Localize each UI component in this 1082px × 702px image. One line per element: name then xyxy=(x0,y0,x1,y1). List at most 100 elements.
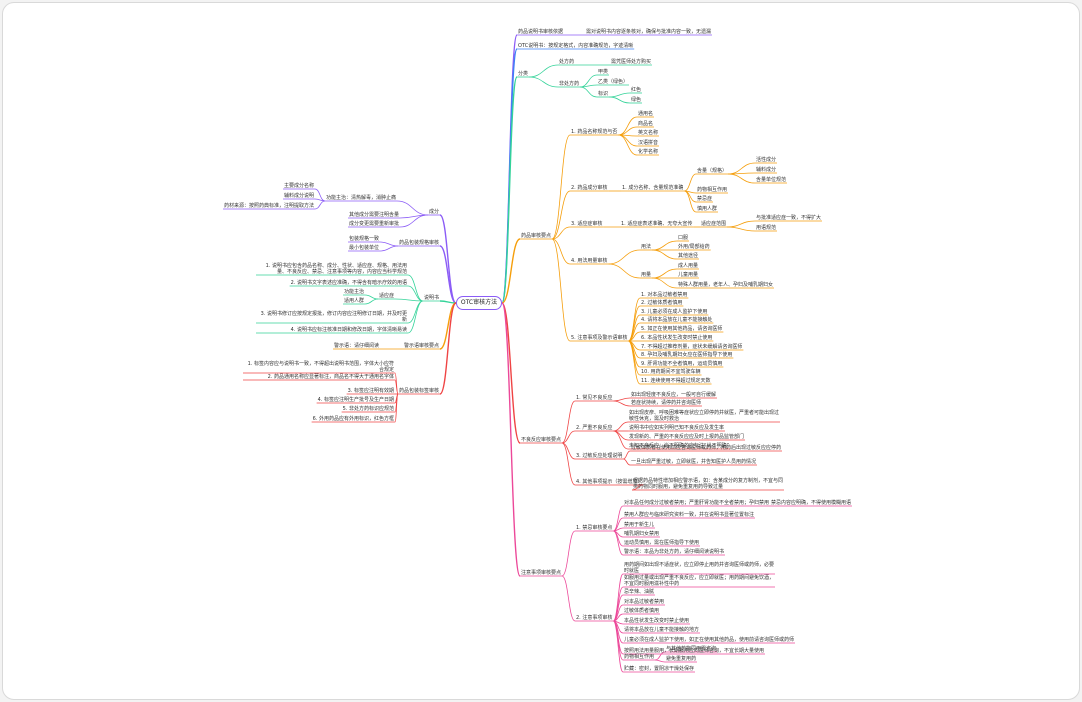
mindmap-node[interactable]: 其他途径 xyxy=(678,253,699,259)
mindmap-node[interactable]: 1. 禁忌审核要点 xyxy=(576,525,613,531)
mindmap-node[interactable]: 发现新的、严重的不良反应应及时上报药品监管部门 xyxy=(629,434,745,440)
mindmap-branch[interactable]: 药品包装标签审核 xyxy=(398,388,439,394)
mindmap-node[interactable]: 化学名称 xyxy=(638,149,659,155)
mindmap-node[interactable]: 标识 xyxy=(598,91,609,97)
mindmap-node[interactable]: 用语规范 xyxy=(756,225,777,231)
mindmap-node[interactable]: 与其他药物同用需咨询 xyxy=(666,646,717,652)
mindmap-node[interactable]: 其他成分需要注明含量 xyxy=(348,212,399,218)
mindmap-node[interactable]: 用量 xyxy=(641,272,652,278)
mindmap-branch[interactable]: 注意事项审核要点 xyxy=(521,570,562,576)
mindmap-node[interactable]: 如出现轻度不良反应，一般可自行缓解 xyxy=(631,392,717,398)
mindmap-node[interactable]: 3. 儿童必须在成人监护下使用 xyxy=(641,309,708,315)
mindmap-node[interactable]: 4. 标签应注明生产批号及生产日期 xyxy=(317,397,394,403)
mindmap-node[interactable]: 6. 本品性状发生改变时禁止使用 xyxy=(641,335,713,341)
mindmap-node[interactable]: 2. 药品通用名称应显著标注，商品名不得大于通用名字体 xyxy=(267,374,394,380)
mindmap-node[interactable]: 包装规格一致 xyxy=(348,236,379,242)
mindmap-node[interactable]: 如服用过量或出现严重不良反应，应立即就医；用药期间避免饮酒，不宜同时服用滋补性中… xyxy=(624,575,775,587)
mindmap-node[interactable]: 一旦出现严重过敏，立即就医，并告知医护人员用药情况 xyxy=(631,459,757,465)
mindmap-node[interactable]: 4. 用法用量审核 xyxy=(571,258,608,264)
mindmap-node[interactable]: 通用名 xyxy=(638,111,654,117)
mindmap-node[interactable]: 辅料成分 xyxy=(756,167,777,173)
mindmap-node[interactable]: 药物相互作用 xyxy=(697,187,728,193)
mindmap-node[interactable]: 需凭医师处方购买 xyxy=(611,59,652,65)
mindmap-node[interactable]: 外用/局部给药 xyxy=(678,244,710,250)
mindmap-node[interactable]: 2. 说明书文字表述应准确，不得含有暗示疗效的用语 xyxy=(290,280,407,286)
mindmap-node[interactable]: 根据药品特性增加相应警示语，如：含某成分的复方制剂，不宜与同类药物同时服用，避免… xyxy=(633,478,784,490)
mindmap-node[interactable]: 9. 肝肾功能不全者慎用，运动员慎用 xyxy=(641,361,723,367)
mindmap-node[interactable]: 6. 外用药品应有外用标识，红色方框 xyxy=(312,416,394,422)
mindmap-node[interactable]: 非处方药 xyxy=(559,81,580,87)
mindmap-node[interactable]: 8. 孕妇及哺乳期妇女应在医师指导下使用 xyxy=(641,352,733,358)
mindmap-branch[interactable]: 成分 xyxy=(428,209,439,215)
mindmap-node[interactable]: 1. 对本品过敏者禁用 xyxy=(641,292,688,298)
mindmap-node[interactable]: 儿童用量 xyxy=(678,272,699,278)
mindmap-branch[interactable]: 说明书 xyxy=(423,295,439,301)
mindmap-node[interactable]: 10. 用药期间不宜驾驶车辆 xyxy=(641,369,701,375)
mindmap-branch[interactable]: 药品审核要点 xyxy=(521,233,552,239)
mindmap-node[interactable]: 对本品任何成分过敏者禁用；严重肝肾功能不全者禁用；孕妇禁用 xyxy=(624,500,770,506)
mindmap-node[interactable]: 功能主治 xyxy=(343,289,364,295)
mindmap-node[interactable]: 甲类 xyxy=(598,69,609,75)
mindmap-node[interactable]: 特殊人群用量，老年人、孕妇及哺乳期妇女 xyxy=(678,282,774,288)
mindmap-node[interactable]: 3. 说明书修订应按规定报批，修订内容应注明修订日期，并及时更新 xyxy=(260,311,407,323)
mindmap-node[interactable]: 5. 注意事项及警示语审核 xyxy=(571,335,628,341)
mindmap-node[interactable]: 避免重复用药 xyxy=(666,656,697,662)
mindmap-node[interactable]: 运动员慎用，需在医师指导下使用 xyxy=(624,540,700,546)
mindmap-node[interactable]: 药物相互作用 xyxy=(624,654,655,660)
mindmap-node[interactable]: 1. 标签内容应与说明书一致，不得超出说明书范围，字体大小应符合规定 xyxy=(247,361,394,373)
mindmap-node[interactable]: 禁忌内容应明确，不得使用模糊用语 xyxy=(771,500,852,506)
mindmap-node[interactable]: 过敏体质者在使用前应咨询医师或药师，用药后出现过敏反应应停药 xyxy=(631,445,782,451)
mindmap-node[interactable]: 警示语：本品为非处方药，请仔细阅读说明书 xyxy=(624,549,725,555)
mindmap-node[interactable]: 与批准适应症一致，不得扩大 xyxy=(756,215,822,221)
mindmap-node[interactable]: 禁用人群应与临床研究资料一致，并在说明书显著位置标注 xyxy=(624,512,755,518)
mindmap-node[interactable]: 1. 成分名称、含量规范准确 xyxy=(622,185,684,191)
mindmap-node[interactable]: 用法 xyxy=(641,244,652,250)
mindmap-node[interactable]: 适应症范围 xyxy=(701,221,727,227)
mindmap-node[interactable]: 3. 适应症审核 xyxy=(571,221,603,227)
mindmap-node[interactable]: 请将本品放在儿童不能接触的地方 xyxy=(624,627,700,633)
mindmap-node[interactable]: 需对说明书内容逐条核对，确保与批准内容一致，无遗漏 xyxy=(586,29,712,35)
mindmap-node[interactable]: 警示语：请仔细阅读 xyxy=(333,343,379,349)
mindmap-node[interactable]: 如出现皮疹、呼吸困难等症状应立即停药并就医，严重者可能出现过敏性休克，需及时救治 xyxy=(629,410,780,422)
mindmap-node[interactable]: 2. 过敏体质者慎用 xyxy=(641,300,683,306)
mindmap-node[interactable]: 5. 非处方药标识应规范 xyxy=(342,406,394,412)
mindmap-node[interactable]: 4. 说明书应标注核准日期和修改日期，字体清晰易读 xyxy=(290,327,407,333)
mindmap-node[interactable]: 贮藏：密封，置阴凉干燥处保存 xyxy=(624,666,695,672)
mindmap-node[interactable]: 最小包装单位 xyxy=(348,245,379,251)
mindmap-branch[interactable]: 药品说明书审核依据 xyxy=(518,29,564,35)
mindmap-branch[interactable]: 药品包装规格审核 xyxy=(398,240,439,246)
mindmap-node[interactable]: 慎用人群 xyxy=(697,206,718,212)
mindmap-node[interactable]: 红色 xyxy=(631,87,642,93)
mindmap-node[interactable]: 药材来源：按照药典标准，注明提取方法 xyxy=(223,203,314,209)
mindmap-node[interactable]: 说明书中应如实列明已知不良反应及发生率 xyxy=(629,425,725,431)
mindmap-node[interactable]: 口服 xyxy=(678,235,689,241)
mindmap-node[interactable]: 2. 严重不良反应 xyxy=(576,425,613,431)
mindmap-node[interactable]: 含量单位规范 xyxy=(756,177,787,183)
mindmap-node[interactable]: 1. 适应症表述准确、无夸大宣传 xyxy=(621,221,693,227)
mindmap-node[interactable]: 活性成分 xyxy=(756,157,777,163)
mindmap-node[interactable]: 成分变更需要重新审批 xyxy=(348,221,399,227)
mindmap-branch[interactable]: 不良反应审核要点 xyxy=(521,437,562,443)
mindmap-node[interactable]: 2. 注意事项审核 xyxy=(576,615,613,621)
mindmap-node[interactable]: 7. 不得超过推荐剂量，症状未缓解请咨询医师 xyxy=(641,344,743,350)
mindmap-node[interactable]: 对本品过敏者禁用 xyxy=(624,599,665,605)
mindmap-node[interactable]: 绿色 xyxy=(631,97,642,103)
mindmap-node[interactable]: 禁忌症 xyxy=(697,196,713,202)
mindmap-node[interactable]: 4. 其他事项提示（按需增加） xyxy=(576,479,643,485)
mindmap-node[interactable]: 4. 请将本品放在儿童不能接触处 xyxy=(641,317,713,323)
mindmap-node[interactable]: 忌辛辣、油腻 xyxy=(624,589,655,595)
mindmap-node[interactable]: 2. 药品成分审核 xyxy=(571,185,608,191)
mindmap-node[interactable]: 成人用量 xyxy=(678,263,699,269)
mindmap-node[interactable]: 商品名 xyxy=(638,121,654,127)
mindmap-node[interactable]: 功能主治：清热解毒，消肿止痛 xyxy=(325,195,396,201)
mindmap-branch[interactable]: 分类 xyxy=(518,71,529,77)
mindmap-branch[interactable]: OTC说明书：按规定格式，内容准确规范，字迹清晰 xyxy=(518,43,634,49)
mindmap-node[interactable]: 英文名称 xyxy=(638,130,659,136)
mindmap-node[interactable]: 11. 连续使用不得超过规定天数 xyxy=(641,378,711,384)
mindmap-node[interactable]: 本品性状发生改变时禁止使用 xyxy=(624,618,690,624)
central-topic[interactable]: OTC审核方法 xyxy=(456,296,502,310)
mindmap-node[interactable]: 若症状持续，请停药并咨询医师 xyxy=(631,400,702,406)
mindmap-branch[interactable]: 警示语审核要点 xyxy=(403,343,439,349)
mindmap-node[interactable]: 辅料成分说明 xyxy=(283,193,314,199)
mindmap-node[interactable]: 主要成分名称 xyxy=(283,183,314,189)
